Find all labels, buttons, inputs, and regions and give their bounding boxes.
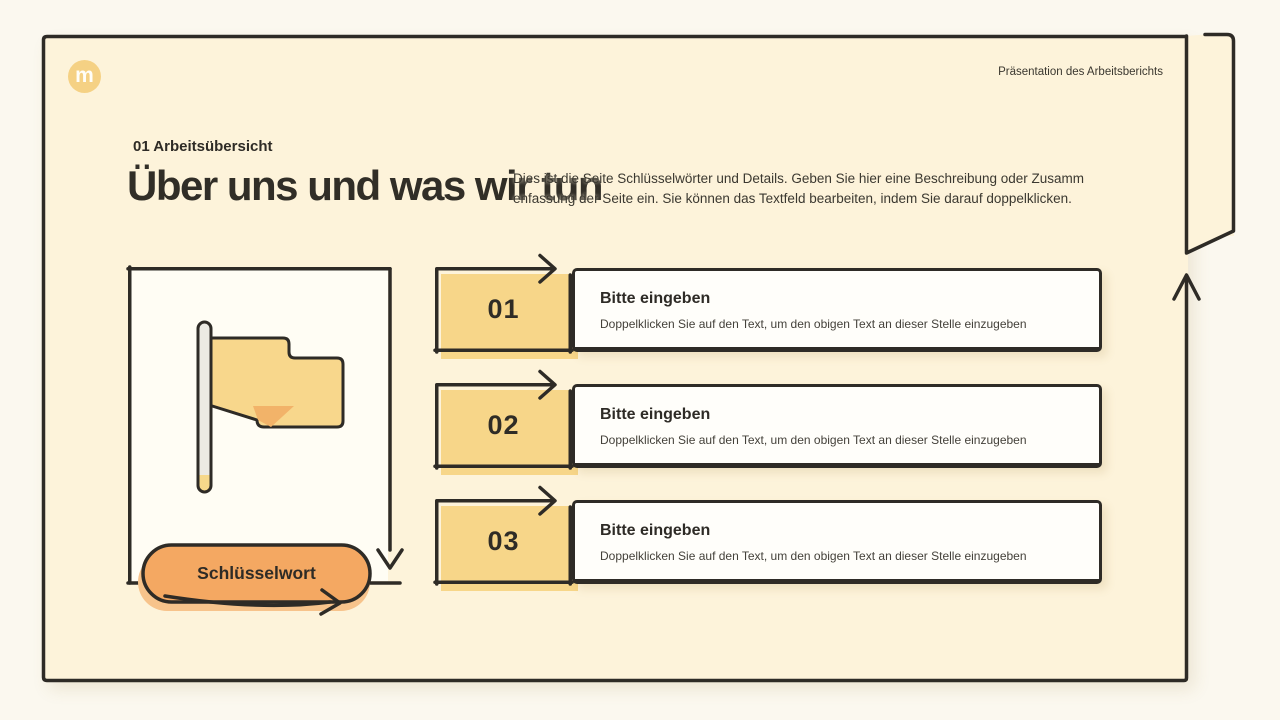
step-subtitle[interactable]: Doppelklicken Sie auf den Text, um den o… (600, 433, 1027, 447)
brand-logo-letter: m (75, 64, 94, 87)
description-line-1: Dies ist die Seite Schlüsselwörter und D… (513, 171, 1085, 186)
page-description[interactable]: Dies ist die Seite Schlüsselwörter und D… (513, 169, 1084, 208)
step-title[interactable]: Bitte eingeben (600, 290, 711, 307)
step-row-3: 03 Bitte eingeben Doppelklicken Sie auf … (433, 485, 1105, 591)
step-number[interactable]: 02 (487, 410, 520, 440)
deck-title[interactable]: Präsentation des Arbeitsberichts (998, 66, 1163, 78)
step-subtitle[interactable]: Doppelklicken Sie auf den Text, um den o… (600, 549, 1027, 563)
section-kicker[interactable]: 01 Arbeitsübersicht (133, 138, 273, 155)
step-card[interactable]: Bitte eingeben Doppelklicken Sie auf den… (572, 500, 1102, 584)
step-card[interactable]: Bitte eingeben Doppelklicken Sie auf den… (572, 268, 1102, 352)
step-number[interactable]: 03 (487, 526, 520, 556)
step-card[interactable]: Bitte eingeben Doppelklicken Sie auf den… (572, 384, 1102, 468)
keyword-panel[interactable]: Schlüsselwort (120, 249, 420, 629)
page-fold-fill (1188, 36, 1234, 236)
brand-logo: m (68, 60, 101, 93)
keyword-pill[interactable]: Schlüsselwort (197, 563, 316, 583)
description-line-2: enfassung der Seite ein. Sie können das … (513, 190, 1072, 206)
step-title[interactable]: Bitte eingeben (600, 406, 711, 423)
step-row-1: 01 Bitte eingeben Doppelklicken Sie auf … (433, 253, 1105, 359)
step-subtitle[interactable]: Doppelklicken Sie auf den Text, um den o… (600, 317, 1027, 331)
steps-list: 01 Bitte eingeben Doppelklicken Sie auf … (433, 253, 1105, 615)
step-title[interactable]: Bitte eingeben (600, 522, 711, 539)
step-number[interactable]: 01 (487, 294, 520, 324)
step-row-2: 02 Bitte eingeben Doppelklicken Sie auf … (433, 369, 1105, 475)
